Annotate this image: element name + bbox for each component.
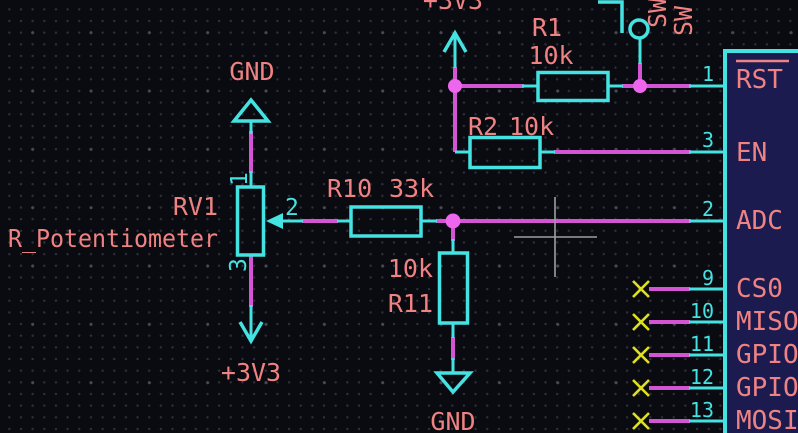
ic-pin-name-miso: MISO [736, 307, 798, 337]
ic-pin-name-mosi: MOSI [736, 406, 798, 433]
ic-pin-name-adc: ADC [736, 206, 783, 236]
plus3v3-symbol-bottom-arrow[interactable] [238, 321, 264, 345]
plus3v3-symbol-top-arrow[interactable] [442, 29, 468, 53]
switch-contact[interactable] [628, 18, 650, 40]
r10-body[interactable] [349, 205, 423, 238]
r11-body[interactable] [437, 251, 470, 325]
r2-body[interactable] [468, 135, 542, 170]
ic-pin-number-13: 13 [690, 398, 714, 422]
r2-ref-label[interactable]: R2 [468, 112, 498, 141]
ic-pin-name-gpio9: GPIO9 [736, 340, 798, 370]
ic-pin-name-rst: RST [736, 65, 783, 95]
plus3v3-top-label[interactable]: +3V3 [423, 0, 483, 15]
gnd-bottom-label[interactable]: GND [430, 407, 475, 433]
r2-value-label[interactable]: 10k [509, 112, 554, 141]
rv1-wiper-arrow[interactable] [266, 213, 283, 229]
r11-value-label[interactable]: 10k [388, 254, 433, 283]
no-connect-marks[interactable] [632, 280, 650, 430]
ic-pin-number-12: 12 [690, 365, 714, 389]
switch-ref-label[interactable]: SW [643, 0, 672, 28]
ic-body[interactable] [723, 49, 798, 433]
gnd-symbol-top[interactable] [230, 97, 272, 123]
ic-pin-number-1: 1 [702, 62, 714, 86]
junction-dot[interactable] [445, 213, 461, 229]
ic-pin-number-3: 3 [702, 128, 714, 152]
junction-dot[interactable] [448, 79, 462, 93]
ic-pin-name-gpio10: GPIO10 [736, 373, 798, 403]
junction-dot[interactable] [633, 79, 647, 93]
r1-body[interactable] [536, 70, 610, 103]
rv1-body[interactable] [235, 185, 266, 257]
r11-ref-label[interactable]: R11 [388, 289, 433, 318]
pin-stubs [249, 38, 727, 423]
ic-pin-name-cs0: CS0 [736, 274, 783, 304]
no-connect-x[interactable] [632, 346, 650, 364]
ic-pin-number-11: 11 [690, 332, 714, 356]
ic-pin-number-10: 10 [690, 299, 714, 323]
rv1-pin1-number: 1 [227, 172, 253, 186]
r1-value-label[interactable]: 10k [528, 41, 573, 70]
no-connect-x[interactable] [632, 313, 650, 331]
ic-pin-number-9: 9 [702, 266, 714, 290]
r10-ref-label[interactable]: R10 [327, 174, 372, 203]
gnd-top-label[interactable]: GND [229, 57, 274, 86]
no-connect-x[interactable] [632, 280, 650, 298]
no-connect-x[interactable] [632, 379, 650, 397]
r1-ref-label[interactable]: R1 [532, 13, 562, 42]
plus3v3-bottom-label[interactable]: +3V3 [221, 358, 281, 387]
rv1-value-label[interactable]: R_Potentiometer [8, 224, 218, 253]
cursor-crosshair-icon [514, 197, 597, 277]
ic-pin-name-en: EN [736, 138, 767, 168]
rv1-ref-label[interactable]: RV1 [173, 192, 218, 221]
r10-value-label[interactable]: 33k [389, 174, 434, 203]
switch-lever[interactable] [598, 0, 624, 33]
gnd-symbol-bottom[interactable] [433, 371, 474, 395]
no-connect-x[interactable] [632, 412, 650, 430]
rv1-pin2-number: 2 [285, 195, 299, 221]
rv1-pin3-number: 3 [226, 258, 252, 272]
ic-pin-number-2: 2 [702, 197, 714, 221]
switch-value-label[interactable]: SW [669, 5, 698, 36]
wires[interactable] [249, 63, 691, 423]
